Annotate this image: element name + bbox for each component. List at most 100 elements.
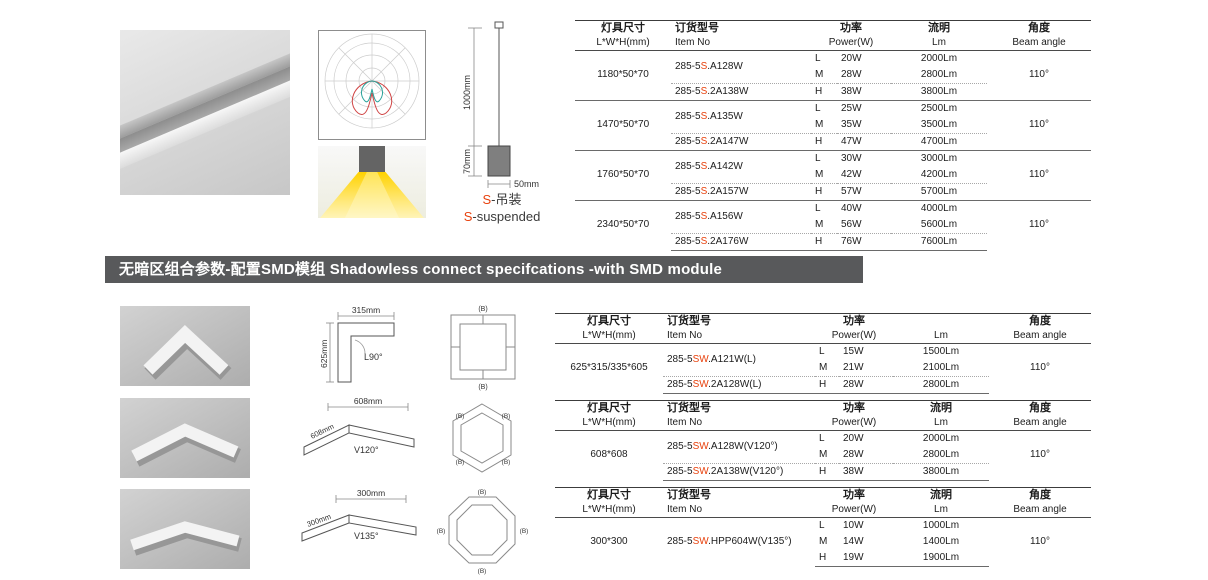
item-no-prefix: 285-5	[675, 60, 701, 72]
lumen-cell: 3800Lm	[893, 462, 989, 481]
header-row-cn: 灯具尺寸 订货型号 功率 流明 角度	[555, 487, 1091, 503]
lumen-cell: 1500Lm	[922, 345, 960, 357]
spec-row: 285-5S.2A147W H 47W 4700Lm	[575, 132, 1091, 150]
item-no-cell: 285-5SW.HPP604W(V135°)	[663, 517, 815, 566]
angle-cell: 110°	[987, 199, 1091, 250]
corner-90-svg	[143, 325, 232, 380]
header-row-en: L*W*H(mm) Item No Power(W) Lm Beam angle	[575, 36, 1091, 51]
item-no-prefix: 285-5	[675, 185, 701, 197]
power-mode: H	[815, 549, 839, 567]
drawing-v135: 300mm 300mm V135°	[292, 487, 432, 573]
item-no-red: S	[700, 85, 708, 97]
header-angle-en: Beam angle	[989, 329, 1091, 344]
power-watt: 15W	[843, 345, 864, 357]
power-mode: L	[811, 199, 837, 217]
item-no-red: SW	[692, 440, 709, 452]
size-cell: 1760*50*70	[575, 149, 671, 200]
header-power-cn: 功率	[811, 20, 891, 36]
header-angle-cn: 角度	[989, 400, 1091, 416]
connector-label: (B)	[437, 528, 446, 535]
corner-body	[130, 521, 240, 551]
dim-50mm: 50mm	[514, 179, 539, 189]
size-cell: 2340*50*70	[575, 199, 671, 250]
item-no-suffix: .2A176W	[707, 235, 749, 247]
item-no-cell: 285-5S.A142W	[671, 149, 811, 183]
spec-row: 608*608 285-5SW.A128W(V120°) L 20W 2000L…	[555, 430, 1091, 461]
lumen-cell: 2800Lm	[920, 68, 958, 80]
power-watt: 56W	[841, 218, 862, 230]
lumen-cell: 4700Lm	[891, 132, 987, 150]
power-mode: M	[815, 218, 824, 230]
lumen-cell: 2100Lm	[922, 361, 960, 373]
item-no-red: SW	[692, 353, 709, 365]
angle-arc	[354, 339, 366, 355]
spec-row: M 28W 2800Lm	[555, 447, 1091, 464]
item-no-cell: 285-5S.2A176W	[671, 232, 811, 251]
header-power-cn: 功率	[815, 487, 893, 503]
header-lm-cn: 流明	[893, 400, 989, 416]
header-row-cn: 灯具尺寸 订货型号 功率 角度	[555, 313, 1091, 329]
header-power-en: Power(W)	[815, 503, 893, 518]
size-cell: 1470*50*70	[575, 99, 671, 150]
angle-cell: 110°	[987, 49, 1091, 100]
item-no-cell: 285-5S.A156W	[671, 199, 811, 233]
header-angle-en: Beam angle	[989, 416, 1091, 431]
spec-table-section-0-wrap: 灯具尺寸 订货型号 功率 角度 L*W*H(mm) Item No Power(…	[555, 313, 1091, 394]
item-no-suffix: .2A157W	[707, 185, 749, 197]
header-angle-cn: 角度	[989, 313, 1091, 329]
power-mode: L	[811, 149, 837, 167]
item-no-red: S	[700, 135, 708, 147]
power-mode: M	[819, 535, 828, 547]
l-profile-outline	[337, 322, 395, 383]
lumen-cell: 1400Lm	[922, 535, 960, 547]
item-no-suffix: .A128W	[707, 60, 743, 72]
power-watt: 10W	[843, 519, 864, 531]
item-no-suffix: .A121W(L)	[708, 353, 756, 365]
item-no-suffix: .2A138W	[707, 85, 749, 97]
section-banner: 无暗区组合参数-配置SMD模组 Shadowless connect speci…	[105, 256, 863, 283]
lumen-cell: 5600Lm	[920, 218, 958, 230]
item-no-suffix: .A142W	[707, 160, 743, 172]
angle-label: V135°	[354, 531, 379, 541]
spec-row: 285-5S.2A176W H 76W 7600Lm	[575, 232, 1091, 251]
item-no-prefix: 285-5	[667, 353, 693, 365]
item-no-suffix: .2A138W(V120°)	[708, 465, 784, 477]
power-mode: L	[819, 432, 825, 444]
lumen-cell: 4200Lm	[920, 168, 958, 180]
header-item-en: Item No	[663, 503, 815, 518]
angle-cell: 110°	[987, 149, 1091, 200]
header-lm-cn: 流明	[893, 487, 989, 503]
spec-row: M 14W 1400Lm	[555, 534, 1091, 550]
item-no-prefix: 285-5	[675, 235, 701, 247]
power-mode: H	[815, 375, 839, 394]
item-no-cell: 285-5S.A128W	[671, 49, 811, 83]
power-mode: M	[815, 118, 824, 130]
label-cn-rest: -吊装	[491, 192, 522, 207]
suspension-label-en: S-suspended	[442, 209, 562, 226]
item-no-cell: 285-5SW.A128W(V120°)	[663, 430, 815, 463]
item-no-cell: 285-5SW.2A138W(V120°)	[663, 462, 815, 481]
power-watt: 40W	[837, 199, 891, 217]
label-s-en: S	[463, 208, 473, 224]
header-size-en: L*W*H(mm)	[555, 416, 663, 431]
item-no-prefix: 285-5	[667, 440, 693, 452]
header-row-en: L*W*H(mm) Item No Power(W) Lm Beam angle	[555, 503, 1091, 518]
spec-table-section-2: 灯具尺寸 订货型号 功率 流明 角度 L*W*H(mm) Item No Pow…	[555, 487, 1091, 567]
header-item-cn: 订货型号	[663, 400, 815, 416]
lumen-cell: 3800Lm	[891, 82, 987, 100]
header-item-en: Item No	[663, 416, 815, 431]
spec-table-section-0: 灯具尺寸 订货型号 功率 角度 L*W*H(mm) Item No Power(…	[555, 313, 1091, 394]
connector-label: (B)	[502, 413, 511, 420]
item-no-red: S	[700, 210, 708, 222]
power-watt: 38W	[839, 462, 893, 481]
header-item-en: Item No	[671, 36, 811, 51]
power-mode: M	[815, 68, 824, 80]
power-watt: 20W	[843, 432, 864, 444]
polar-curve-svg	[324, 33, 420, 129]
item-no-red: S	[700, 110, 708, 122]
item-no-cell: 285-5SW.2A128W(L)	[663, 375, 815, 394]
dim-1000mm: 1000mm	[462, 75, 472, 110]
lumen-cell: 4000Lm	[891, 199, 987, 217]
header-row-cn: 灯具尺寸 订货型号 功率 流明 角度	[555, 400, 1091, 416]
